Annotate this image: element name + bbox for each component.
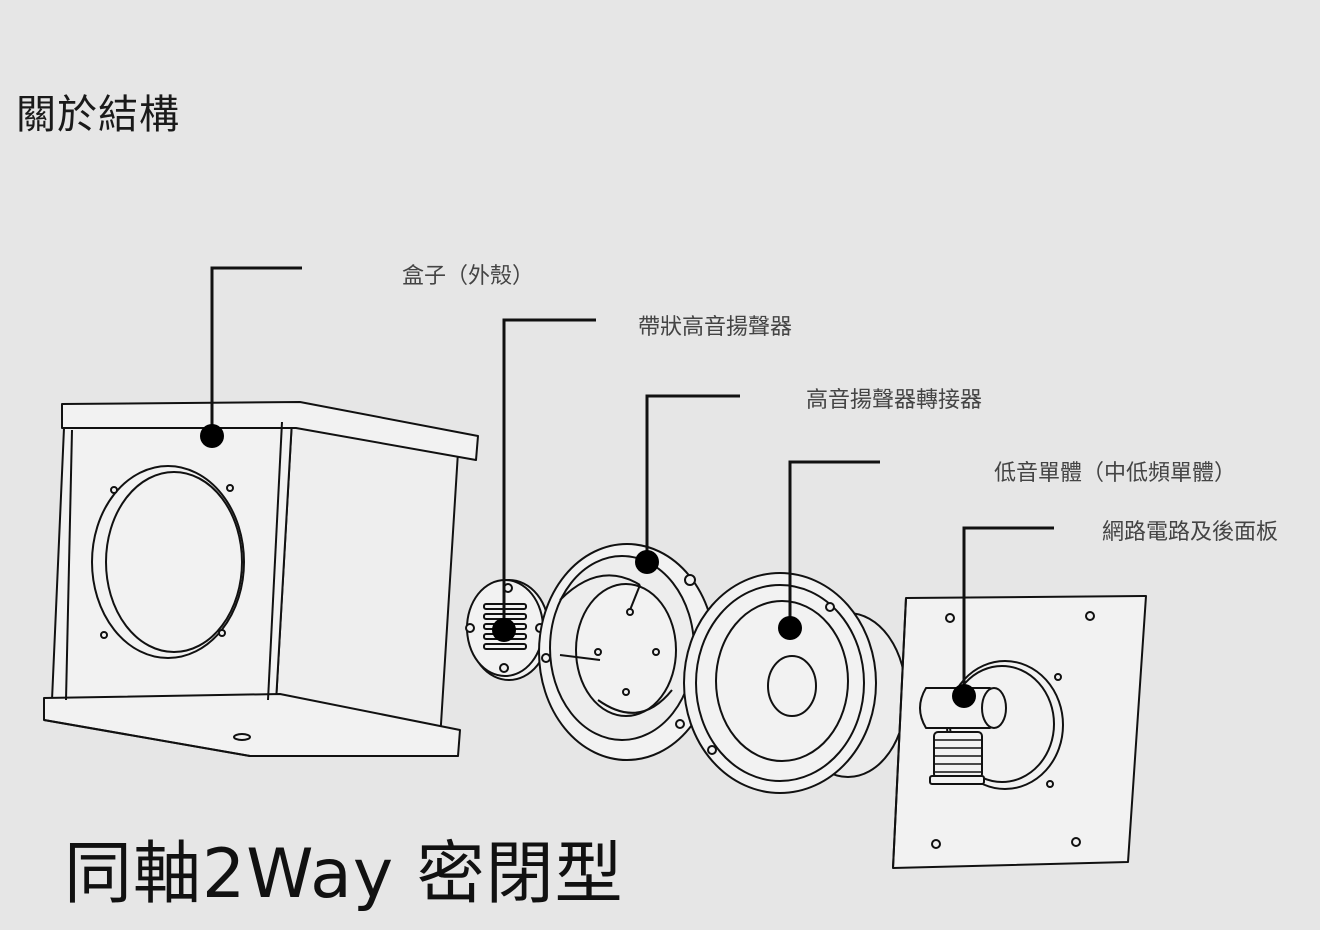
leader-line-tweeter-adapter bbox=[645, 394, 740, 562]
label-ribbon-tweeter: 帶狀高音揚聲器 bbox=[638, 315, 793, 340]
leader-dot-network bbox=[952, 684, 976, 708]
leader-dot-tweeter-adapter bbox=[635, 550, 659, 574]
leader-line-box bbox=[210, 266, 302, 436]
leader-dot-woofer bbox=[778, 616, 802, 640]
footer-title: 同軸2Way 密閉型 bbox=[64, 835, 624, 914]
leader-dot-box bbox=[200, 424, 224, 448]
label-box: 盒子（外殼） bbox=[402, 264, 535, 289]
tweeter-adapter bbox=[538, 543, 716, 761]
label-tweeter-adapter: 高音揚聲器轉接器 bbox=[806, 388, 983, 413]
leader-line-woofer bbox=[788, 460, 880, 628]
woofer-unit bbox=[683, 572, 907, 794]
label-network: 網路電路及後面板 bbox=[1102, 520, 1279, 545]
page-title: 關於結構 bbox=[16, 92, 180, 138]
leader-line-ribbon-tweeter bbox=[502, 318, 596, 630]
leader-dot-ribbon-tweeter bbox=[492, 618, 516, 642]
label-woofer: 低音單體（中低頻單體） bbox=[994, 461, 1237, 486]
leader-line-network bbox=[962, 526, 1054, 696]
network-rear-panel bbox=[892, 595, 1147, 869]
cabinet bbox=[43, 401, 479, 757]
